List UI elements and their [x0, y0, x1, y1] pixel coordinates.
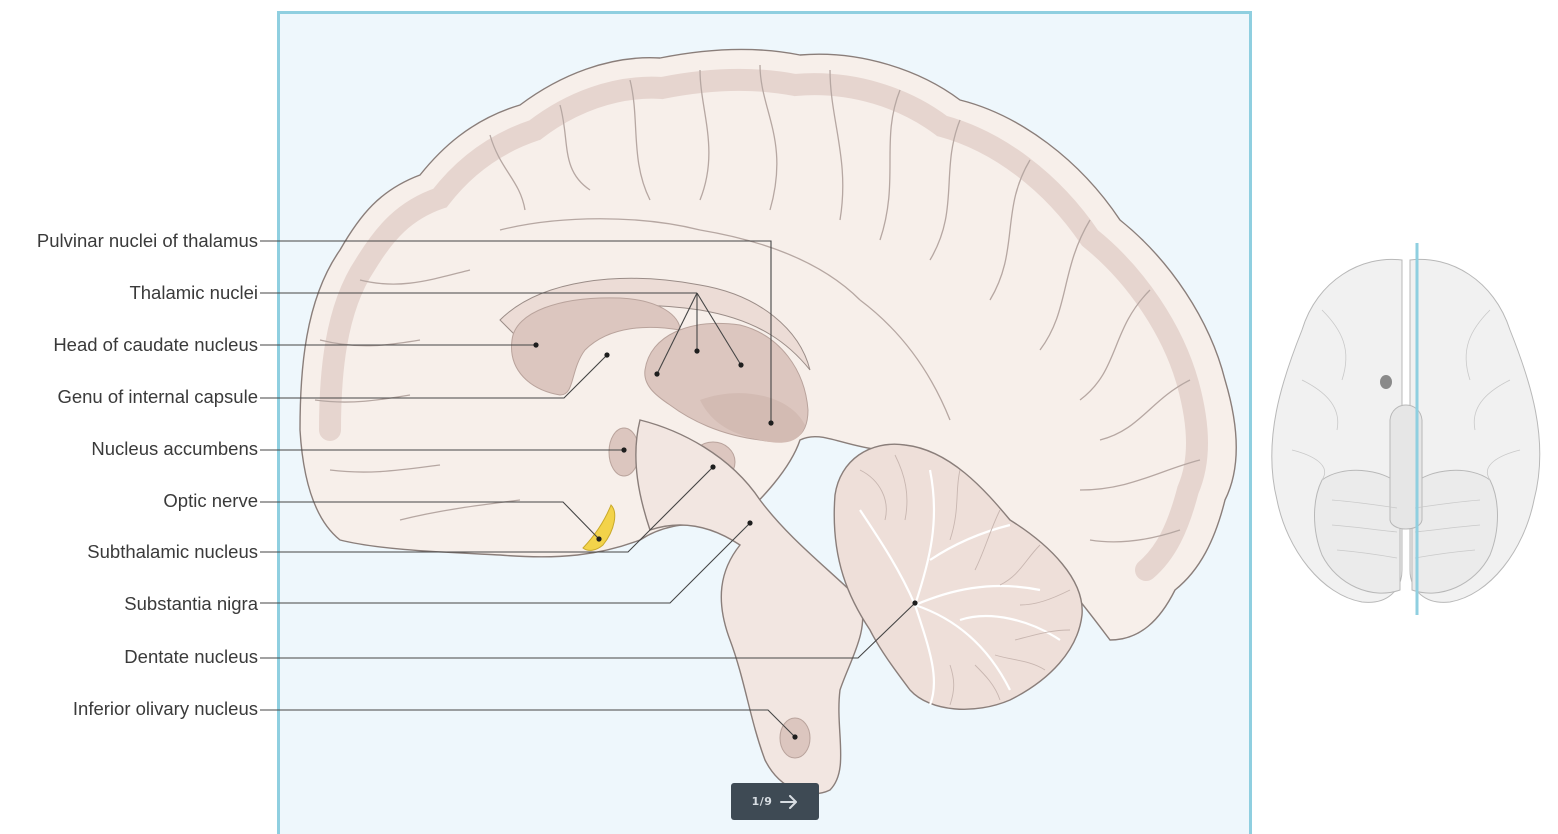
cortex-band [319, 68, 1208, 581]
leader-pulvinar [260, 240, 772, 423]
caudate-nucleus [511, 297, 681, 396]
label-optic-nerve[interactable]: Optic nerve [163, 490, 258, 511]
pulvinar-region [700, 393, 805, 443]
dot-thalamic-c [738, 362, 744, 368]
sulci [314, 64, 1201, 543]
thumb-gyri [1291, 309, 1521, 559]
pituitary-mark [1380, 375, 1392, 389]
leader-dentate [260, 602, 916, 659]
pager-next-button[interactable]: 1/9 [731, 783, 819, 820]
leader-olivary [260, 709, 796, 738]
brain-inferior-view-icon [1271, 243, 1541, 615]
pointer-dots [533, 342, 918, 740]
cerebellum-left [1314, 469, 1401, 594]
cerebellum [833, 443, 1083, 710]
dot-caudate [533, 342, 539, 348]
dot-dentate [912, 600, 918, 606]
label-dentate-nucleus[interactable]: Dentate nucleus [124, 646, 258, 667]
label-pulvinar-nuclei[interactable]: Pulvinar nuclei of thalamus [36, 230, 258, 251]
label-thalamic-nuclei[interactable]: Thalamic nuclei [129, 282, 258, 303]
arbor-vitae [859, 469, 1061, 706]
leader-lines [260, 240, 916, 738]
label-subthalamic-nucleus[interactable]: Subthalamic nucleus [87, 541, 258, 562]
dot-optic [596, 536, 602, 542]
label-head-of-caudate[interactable]: Head of caudate nucleus [53, 334, 258, 355]
cerebellum-outline [833, 443, 1083, 710]
dot-subthalamic [710, 464, 716, 470]
dot-pulvinar [768, 420, 774, 426]
dot-accumbens [621, 447, 627, 453]
arrow-right-icon [780, 794, 798, 809]
label-genu-internal-capsule[interactable]: Genu of internal capsule [57, 386, 258, 407]
leader-nigra [260, 522, 751, 604]
dot-genu [604, 352, 610, 358]
label-inferior-olivary-nucleus[interactable]: Inferior olivary nucleus [72, 698, 258, 719]
leader-optic [260, 501, 600, 540]
dot-thalamic-b [694, 348, 700, 354]
brainstem-thumb [1389, 404, 1423, 530]
pager-count: 1/9 [751, 795, 773, 808]
leader-thalamic-a [656, 292, 698, 375]
label-substantia-nigra[interactable]: Substantia nigra [124, 593, 258, 614]
dot-olivary [792, 734, 798, 740]
folia [859, 454, 1071, 706]
optic-nerve [582, 504, 616, 551]
leader-subthalamic [260, 466, 714, 553]
cerebellum-right [1411, 469, 1498, 594]
leader-thalamic-c [696, 292, 742, 366]
dot-nigra [747, 520, 753, 526]
dot-thalamic-a [654, 371, 660, 377]
leader-genu [260, 354, 608, 399]
label-nucleus-accumbens[interactable]: Nucleus accumbens [91, 438, 258, 459]
